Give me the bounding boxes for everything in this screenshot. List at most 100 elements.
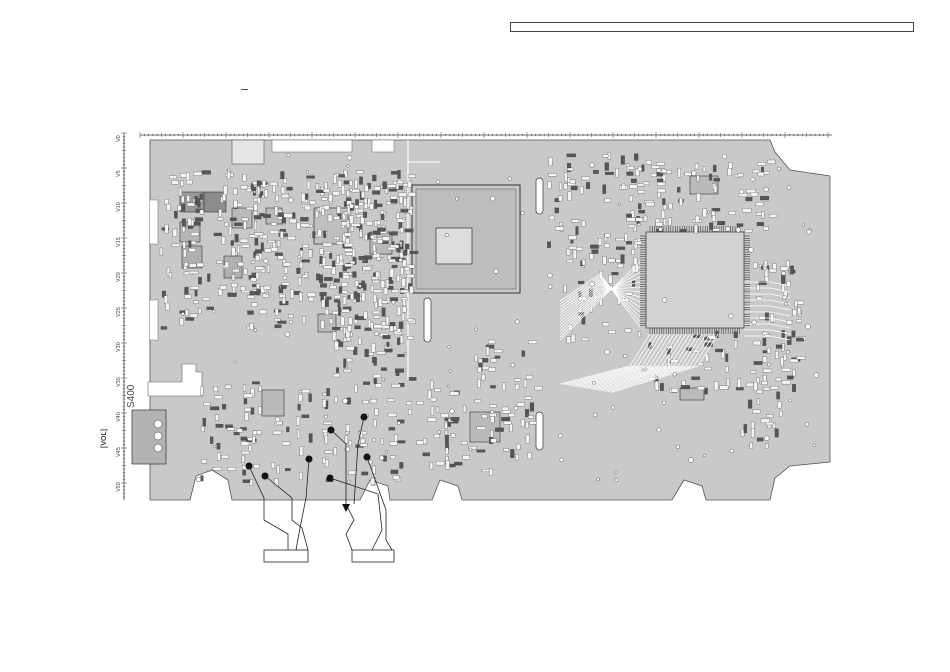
smd-part	[389, 232, 398, 235]
smd-part	[281, 195, 289, 198]
smd-part	[201, 387, 204, 396]
smd-part	[231, 283, 237, 287]
smd-part	[625, 329, 632, 332]
smd-part	[329, 319, 333, 324]
smd-part	[225, 262, 229, 268]
smd-part	[287, 187, 293, 190]
smd-part	[703, 167, 706, 172]
smd-part	[569, 236, 577, 240]
via	[196, 477, 201, 482]
via	[347, 155, 352, 160]
smd-part	[183, 249, 186, 257]
smd-part	[717, 221, 725, 225]
smd-part	[344, 369, 352, 372]
via	[615, 478, 618, 481]
smd-part	[397, 441, 405, 444]
smd-part	[402, 307, 406, 313]
smd-part	[381, 325, 389, 328]
smd-part	[787, 320, 792, 324]
via	[447, 385, 449, 387]
smd-part	[446, 461, 449, 470]
via	[350, 189, 353, 192]
smd-part	[763, 357, 767, 363]
smd-part	[161, 327, 167, 330]
smd-part	[388, 247, 396, 250]
smd-part	[374, 378, 377, 384]
smd-part	[355, 315, 358, 320]
smd-part	[263, 214, 270, 217]
smd-part	[325, 309, 329, 315]
smd-part	[603, 323, 609, 326]
via	[691, 171, 696, 176]
via	[789, 399, 792, 402]
smd-part	[225, 385, 231, 388]
smd-part	[603, 155, 609, 158]
smd-part	[548, 173, 556, 176]
via	[618, 203, 620, 205]
smd-part	[628, 225, 635, 228]
via	[184, 262, 188, 266]
smd-part	[244, 408, 251, 411]
via	[623, 354, 627, 358]
smd-part	[203, 297, 210, 300]
smd-part	[495, 428, 504, 432]
smd-part	[627, 218, 636, 221]
smd-part	[463, 406, 466, 413]
smd-part	[181, 181, 184, 186]
smd-part	[197, 263, 204, 267]
smd-part	[528, 341, 537, 344]
smd-part	[428, 418, 436, 422]
via	[662, 401, 666, 405]
smd-part	[628, 166, 634, 169]
smd-part	[345, 253, 352, 256]
smd-part	[387, 342, 390, 347]
smd-part	[363, 382, 370, 385]
smd-part	[329, 194, 333, 201]
smd-part	[242, 218, 248, 221]
ruler-label: V35	[116, 377, 122, 387]
smd-part	[240, 239, 248, 242]
smd-part	[431, 407, 434, 416]
smd-part	[329, 253, 332, 259]
smd-part	[186, 180, 192, 184]
smd-part	[793, 310, 797, 316]
smd-part	[763, 369, 772, 372]
smd-part	[477, 427, 486, 430]
switch-pad	[154, 444, 162, 452]
smd-part	[217, 443, 220, 449]
smd-part	[388, 413, 397, 417]
smd-part	[355, 199, 358, 205]
smd-part	[761, 419, 770, 423]
smd-part	[241, 437, 247, 441]
smd-part	[275, 319, 280, 322]
smd-part	[327, 388, 330, 396]
via	[662, 298, 667, 303]
smd-part	[629, 196, 632, 202]
smd-part	[342, 309, 349, 312]
smd-part	[514, 379, 521, 382]
smd-part	[776, 345, 782, 349]
smd-part	[256, 272, 259, 280]
smd-part	[303, 316, 306, 324]
smd-part	[252, 303, 258, 307]
smd-part	[756, 212, 761, 215]
smd-part	[303, 244, 309, 247]
smd-part	[795, 301, 798, 307]
smd-part	[365, 328, 372, 331]
smd-part	[188, 218, 191, 227]
via	[392, 301, 396, 305]
smd-part	[297, 430, 300, 439]
smd-part	[373, 316, 379, 319]
smd-part	[326, 297, 332, 300]
smd-part	[669, 203, 673, 209]
smd-part	[490, 430, 493, 437]
smd-part	[258, 407, 261, 414]
smd-part	[626, 214, 631, 217]
smd-part	[325, 436, 328, 444]
smd-part	[714, 185, 717, 192]
smd-part	[450, 392, 459, 396]
smd-part	[431, 398, 437, 401]
smd-part	[278, 256, 283, 260]
smd-part	[569, 246, 577, 249]
smd-part	[232, 275, 235, 281]
